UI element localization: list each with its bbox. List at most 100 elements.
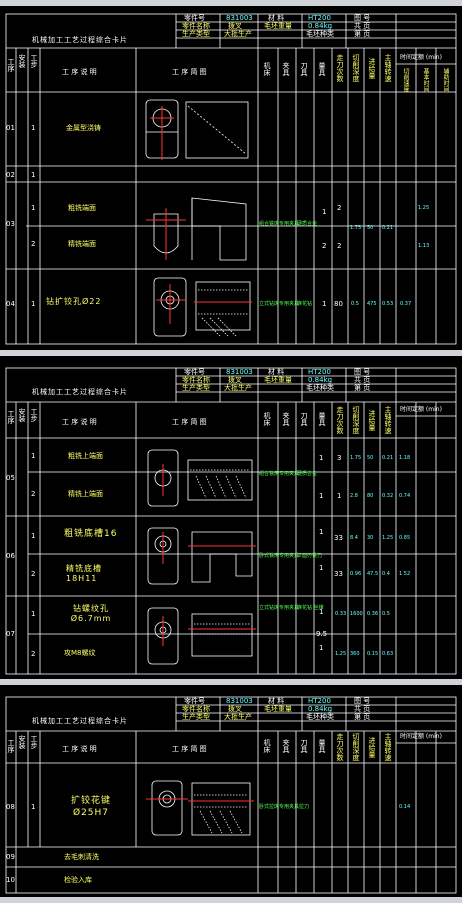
step-description: 金属型浇铸	[66, 124, 101, 132]
part-name-label: 零件名称	[182, 22, 210, 30]
card-title: 机械加工工艺过程综合卡片	[32, 717, 128, 725]
blank-type-label: 毛坯种类	[306, 384, 334, 392]
step-description: 扩铰花键 Ø25H7	[70, 796, 111, 818]
col-time-group: 时间定额 (min)	[400, 406, 442, 413]
col-passes: 走刀次数	[336, 54, 344, 82]
tool-value: 三面刃铣刀	[297, 553, 323, 559]
part-name-label: 零件名称	[182, 705, 210, 713]
cut-speed-value: 0.4	[382, 571, 390, 577]
speed-value: 0.36	[367, 611, 379, 617]
part-no-label: 零件号	[184, 368, 205, 376]
col-time-group: 时间定额 (min)	[400, 733, 442, 740]
col-gauge: 量具	[318, 62, 326, 76]
step-description: 精铣底槽 18H11	[66, 564, 102, 583]
step-number: 2	[31, 650, 36, 658]
col-install: 安装	[18, 408, 26, 422]
op-description: 去毛刺清洗	[64, 853, 99, 861]
col-cut-speed: 切削速度	[402, 68, 409, 92]
depth-value: 80	[334, 300, 343, 308]
step-number: 1	[31, 452, 36, 460]
passes-value: 1	[319, 454, 324, 462]
col-feed: 进给量	[368, 737, 376, 758]
part-no-value: 831003	[226, 368, 253, 376]
process-card-3: 机械加工工艺过程综合卡片 零件号 831003 材 料 HT200 图 号 零件…	[5, 696, 457, 894]
part-name-value: 拨叉	[228, 705, 242, 713]
production-label: 生产类型	[182, 30, 210, 38]
separator-band-top	[0, 0, 462, 6]
material-label: 材 料	[268, 368, 285, 376]
col-step: 工步	[30, 408, 38, 422]
speed-value: 47.5	[367, 571, 379, 577]
sheet-label: 共 页	[354, 705, 371, 713]
time-value: 0.74	[399, 493, 411, 499]
sketch-op04	[153, 277, 251, 337]
op-number: 06	[6, 552, 15, 560]
col-process: 工序	[7, 739, 15, 753]
col-gauge: 量具	[318, 412, 326, 426]
speed-value: 50	[367, 455, 374, 461]
machine-value: 立式钻床	[259, 605, 280, 611]
cut-speed-value: 0.32	[382, 493, 394, 499]
cut-speed-value: 0.21	[382, 225, 394, 231]
col-machine: 机床	[263, 412, 271, 426]
time-value: 1.52	[399, 571, 411, 577]
passes-value: 1	[319, 528, 324, 536]
material-label: 材 料	[268, 14, 285, 22]
step-description: 粗铣端面	[68, 204, 96, 212]
blank-weight-value: 0.84kg	[308, 22, 333, 30]
passes-value: 1	[319, 492, 324, 500]
col-fixture: 夹具	[282, 412, 290, 426]
cut-speed-value: 0.53	[382, 301, 394, 307]
op-number: 08	[6, 803, 15, 811]
machine-value: 组合铣床	[259, 471, 280, 477]
passes-value: 1	[322, 208, 327, 216]
time-value: 0.14	[399, 804, 411, 810]
part-name-value: 拨叉	[228, 22, 242, 30]
col-speed: 主轴转速	[384, 733, 392, 761]
op-number: 01	[6, 124, 15, 132]
blank-weight-label: 毛坯重量	[264, 705, 292, 713]
col-machine: 机床	[263, 62, 271, 76]
col-passes: 走刀次数	[336, 406, 344, 434]
speed-value: 30	[367, 535, 374, 541]
col-time-group: 时间定额 (min)	[400, 54, 442, 61]
speed-value: 50	[367, 225, 374, 231]
depth-value: 33	[334, 534, 343, 542]
blank-weight-value: 0.84kg	[308, 705, 333, 713]
material-value: HT200	[308, 14, 331, 22]
step-description: 精铣端面	[68, 240, 96, 248]
feed-value: 8.4	[350, 535, 358, 541]
process-card-2: 机械加工工艺过程综合卡片 零件号 831003 材 料 HT200 图 号 零件…	[5, 367, 457, 675]
step-number: 1	[31, 610, 36, 618]
col-sketch: 工 序 简 图	[172, 418, 207, 426]
step-description: 粗铣底槽16	[64, 529, 118, 539]
col-description: 工 序 说 明	[62, 745, 97, 753]
col-fixture: 夹具	[282, 739, 290, 753]
machine-value: 组合铣床	[259, 221, 280, 227]
depth-label-value: 9.5	[316, 630, 328, 638]
production-value: 大批生产	[224, 713, 252, 721]
feed-value: 360	[350, 651, 360, 657]
sketch-op05	[147, 449, 253, 507]
step-number: 2	[31, 570, 36, 578]
cut-speed-value: 0.21	[382, 455, 394, 461]
separator-band-1	[0, 350, 462, 356]
fixture-value: 专用夹具	[279, 605, 300, 611]
part-no-value: 831003	[226, 14, 253, 22]
op-number: 07	[6, 630, 15, 638]
part-no-label: 零件号	[184, 14, 205, 22]
op-number: 05	[6, 474, 15, 482]
op-number: 04	[6, 300, 15, 308]
time-value: 1.18	[399, 455, 411, 461]
feed-value: 1.75	[350, 225, 362, 231]
speed-value: 80	[367, 493, 374, 499]
card-title: 机械加工工艺过程综合卡片	[32, 388, 128, 396]
col-tool: 刀具	[300, 62, 308, 76]
fixture-value: 专用夹具	[279, 804, 300, 810]
process-card-1: 机械加工工艺过程综合卡片 零件号 831003 材 料 HT200 图 号 零件…	[5, 13, 457, 345]
step-number: 2	[31, 240, 36, 248]
step-number: 1	[31, 171, 36, 179]
time-value: 1.25	[418, 205, 430, 211]
speed-value: 0.15	[367, 651, 379, 657]
col-sketch: 工 序 简 图	[172, 745, 207, 753]
